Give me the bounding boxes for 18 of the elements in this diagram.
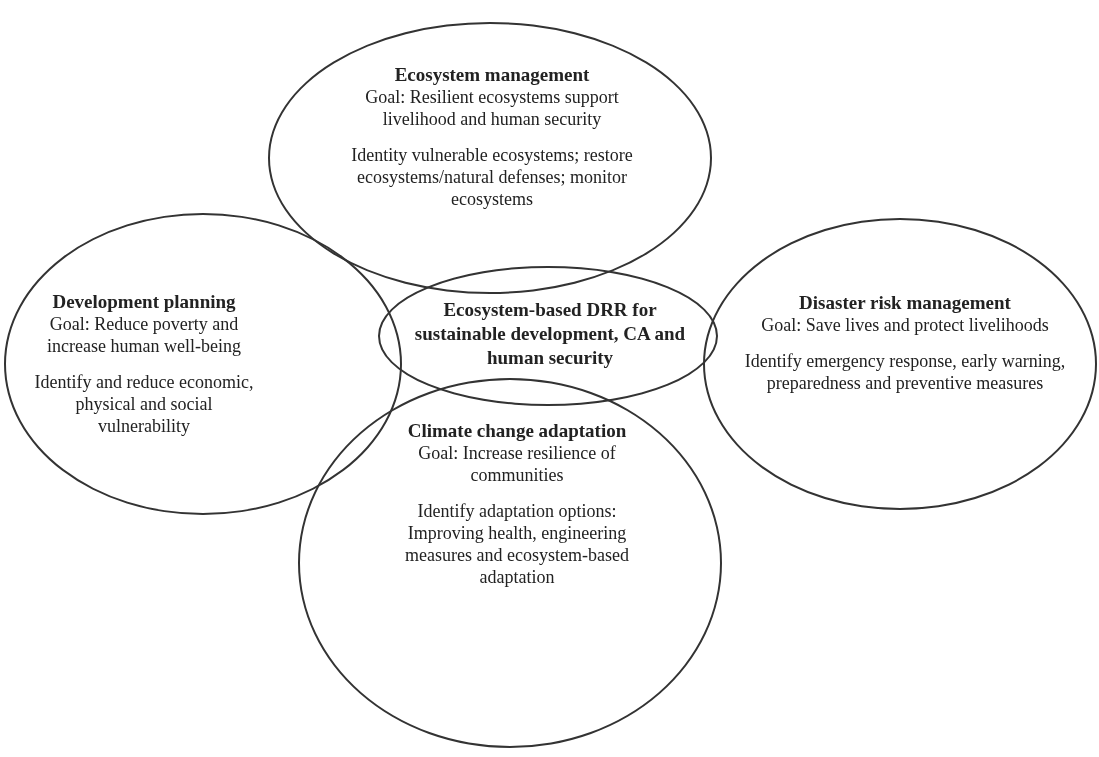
goal-text: Goal: Reduce poverty and increase human well-being <box>46 313 242 357</box>
description-text: Identify and reduce economic, physical and social vulnerability <box>33 371 255 437</box>
ellipse-node <box>378 266 718 406</box>
goal-text: Goal: Save lives and protect livelihoods <box>760 314 1050 336</box>
ellipse-node <box>268 22 712 294</box>
ellipse-node <box>298 378 722 748</box>
description-text: Identify emergency response, early warning, preparedness and preventive measures <box>743 350 1067 394</box>
ellipse-node <box>4 213 402 515</box>
heading-text: Ecosystem management <box>393 64 591 86</box>
heading-text: Disaster risk management <box>798 292 1012 314</box>
description-text: Identify adaptation options: Improving health, engineering measures and ecosystem-based adaptation <box>404 500 630 588</box>
heading-text: Climate change adaptation <box>406 420 628 442</box>
goal-text: Goal: Resilient ecosystems support livelihood and human security <box>364 86 620 130</box>
center-heading-text: Ecosystem-based DRR for sustainable development, CA and human security <box>413 298 687 370</box>
description-text: Identity vulnerable ecosystems; restore ecosystems/natural defenses; monitor ecosystems <box>350 144 634 210</box>
ellipse-node <box>703 218 1097 510</box>
goal-text: Goal: Increase resilience of communities <box>417 442 617 486</box>
heading-text: Development planning <box>51 291 237 313</box>
